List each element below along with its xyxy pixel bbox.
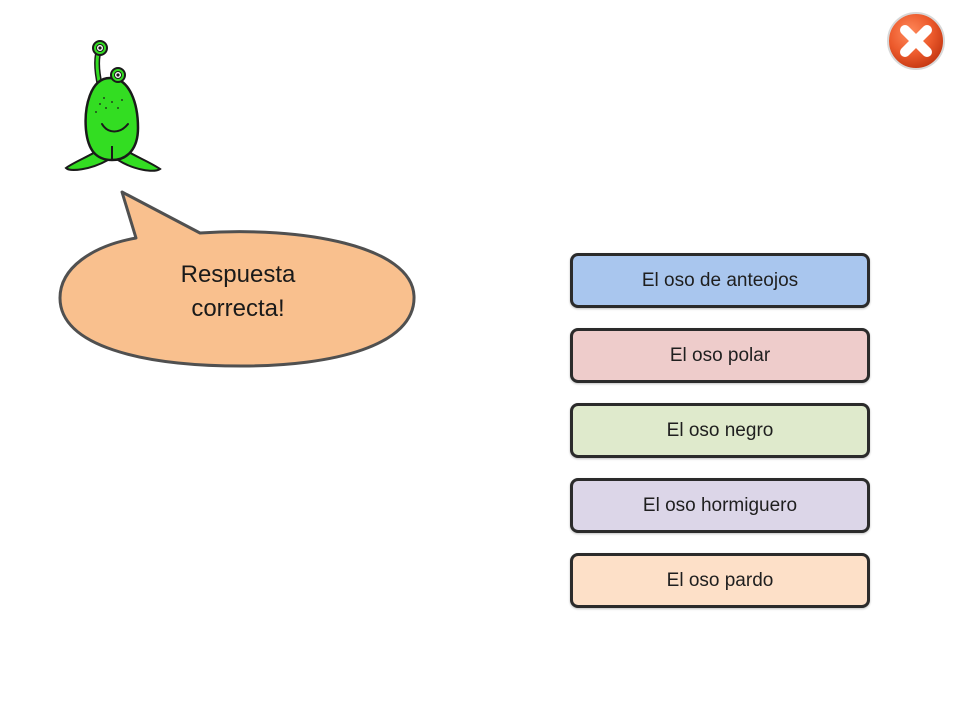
speech-bubble <box>52 186 422 371</box>
feedback-line-1: Respuesta <box>180 261 296 288</box>
answer-list: El oso de anteojos El oso polar El oso n… <box>570 253 870 608</box>
close-button[interactable] <box>886 11 946 71</box>
feedback-message: Respuesta correcta! <box>58 258 418 326</box>
answer-button-pardo[interactable]: El oso pardo <box>570 553 870 608</box>
answer-button-hormiguero[interactable]: El oso hormiguero <box>570 478 870 533</box>
alien-character <box>60 38 168 178</box>
answer-button-anteojos[interactable]: El oso de anteojos <box>570 253 870 308</box>
green-alien-icon <box>64 40 162 172</box>
feedback-line-2: correcta! <box>191 295 285 322</box>
answer-button-polar[interactable]: El oso polar <box>570 328 870 383</box>
answer-button-negro[interactable]: El oso negro <box>570 403 870 458</box>
close-x-icon <box>887 12 945 70</box>
speech-bubble-shape <box>58 190 416 368</box>
